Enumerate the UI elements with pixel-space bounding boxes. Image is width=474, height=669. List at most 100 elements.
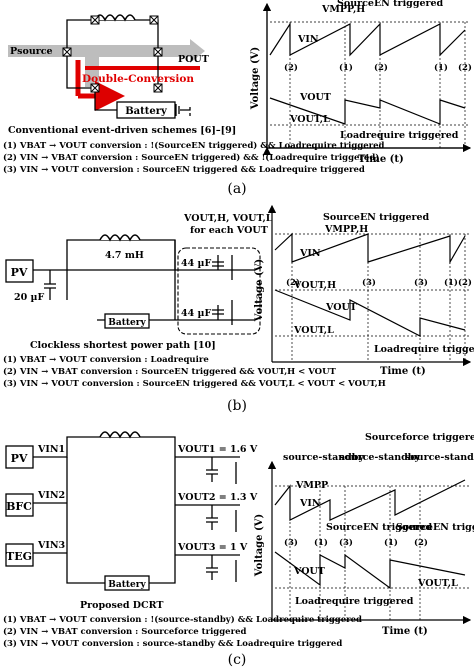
c-bfc-box	[5, 493, 34, 517]
c-vout2-label: VOUT2 = 1.3 V	[177, 492, 258, 503]
b-cap2-label: 44 µF	[181, 308, 211, 319]
c-teg-box	[5, 543, 34, 567]
b-cond-1: (1) VBAT → VOUT conversion : Loadrequire	[3, 354, 209, 365]
a-vin-label: VIN	[297, 34, 319, 45]
b-marker-2: (3)	[362, 277, 376, 288]
a-load-event-label: Loadrequire triggered	[340, 130, 459, 141]
b-title: Clockless shortest power path [10]	[30, 340, 216, 351]
c-voutl-label: VOUT,L	[417, 578, 458, 589]
inductor-icon	[94, 14, 136, 22]
c-marker-4: (1)	[384, 537, 398, 548]
a-vmpp-label: VMPP,H	[321, 4, 365, 15]
c-cond-3: (3) VIN → VOUT conversion : source-stand…	[3, 638, 342, 649]
c-source-2: BFC	[6, 500, 32, 513]
c-vin3-label: VIN3	[37, 540, 65, 551]
c-marker-1: (3)	[284, 537, 298, 548]
b-vout-wave	[274, 289, 466, 337]
a-cond-2: (2) VIN → VBAT conversion : SourceEN tri…	[3, 152, 379, 163]
c-standby-3: source-standby	[405, 452, 474, 463]
b-marker-3: (3)	[414, 277, 428, 288]
a-cond-1: (1) VBAT → VOUT conversion : !(SourceEN …	[3, 140, 385, 151]
c-source-1: PV	[11, 452, 28, 465]
b-cond-2: (2) VIN → VBAT conversion : SourceEN tri…	[3, 366, 336, 377]
b-vout-note-1: VOUT,H, VOUT,L	[183, 213, 273, 224]
b-vout-label: VOUT	[325, 302, 357, 313]
panel-c: PV BFC TEG VIN1 VIN2 VIN3 VOUT1 = 1.6 V …	[3, 431, 474, 668]
a-source-event-label: SourceEN triggered	[337, 0, 444, 9]
c-inductor-icon	[99, 431, 141, 439]
b-vout-note-2: for each VOUT	[190, 225, 268, 236]
power-path-gray	[8, 45, 68, 57]
c-load-event-label: Loadrequire triggered	[295, 596, 414, 607]
c-marker-2: (1)	[314, 537, 328, 548]
b-battery-box	[104, 313, 150, 329]
c-pv-box	[5, 445, 34, 469]
panel-b-chart: Voltage (V) Time (t) SourceEN triggered …	[254, 204, 474, 377]
b-source-event-label: SourceEN triggered	[323, 212, 430, 223]
b-vouth-label: VOUT,H	[293, 280, 336, 291]
b-vmpp-label: VMPP,H	[324, 224, 368, 235]
c-vout-label: VOUT	[293, 566, 325, 577]
b-cap-in-label: 20 µF	[14, 292, 44, 303]
battery-box	[116, 101, 176, 119]
double-conversion-label: Double-Conversion	[82, 73, 194, 85]
c-standby-1: source-standby	[283, 452, 364, 463]
panel-a-circuit: Battery Psource POUT Double-Conversion	[8, 14, 209, 119]
panel-c-circuit: PV BFC TEG VIN1 VIN2 VIN3 VOUT1 = 1.6 V …	[5, 431, 258, 591]
c-marker-3: (3)	[339, 537, 353, 548]
a-x-axis-label: Time (t)	[358, 154, 404, 165]
b-y-axis-label: Voltage (V)	[254, 259, 265, 322]
c-battery-box	[104, 575, 150, 591]
b-pv-box	[5, 259, 34, 283]
b-cap1-label: 44 µF	[181, 258, 211, 269]
b-output-dashed-box	[177, 247, 261, 335]
c-y-axis-label: Voltage (V)	[254, 514, 265, 577]
b-cond-3: (3) VIN → VOUT conversion : SourceEN tri…	[3, 378, 386, 389]
b-vin-label: VIN	[299, 248, 321, 259]
a-vout-label: VOUT	[299, 92, 331, 103]
c-marker-5: (2)	[414, 537, 428, 548]
c-vmpp-label: VMPP	[295, 480, 328, 491]
c-vin1-label: VIN1	[37, 444, 65, 455]
c-vin2-label: VIN2	[37, 490, 65, 501]
c-vout3-label: VOUT3 = 1 V	[177, 542, 248, 553]
c-cond-1: (1) VBAT → VOUT conversion : !(source-st…	[3, 614, 362, 625]
a-marker-3: (2)	[374, 62, 388, 73]
panel-c-chart: Voltage (V) Time (t) Sourceforce trigger…	[254, 432, 474, 637]
battery-label: Battery	[125, 106, 168, 117]
b-marker-4: (1)	[444, 277, 458, 288]
c-title: Proposed DCRT	[80, 600, 163, 611]
c-vout1-label: VOUT1 = 1.6 V	[177, 444, 258, 455]
b-pv-label: PV	[11, 266, 28, 279]
power-path-gray-down	[85, 57, 99, 87]
switch-icons	[62, 15, 163, 93]
c-source-event-2: SourceEN triggered	[396, 522, 474, 533]
a-title: Conventional event-driven schemes [6]–[9…	[8, 125, 236, 136]
a-marker-5: (2)	[458, 62, 472, 73]
panel-a-chart: Voltage (V) Time (t) VMPP,H SourceEN tri…	[250, 0, 472, 165]
power-arrow-gray	[68, 39, 205, 63]
c-force-event-label: Sourceforce triggered	[365, 432, 474, 443]
b-battery-label: Battery	[108, 318, 146, 328]
c-battery-label: Battery	[108, 580, 146, 590]
c-source-3: TEG	[6, 550, 32, 563]
a-y-axis-label: Voltage (V)	[250, 47, 261, 110]
b-caption: (b)	[227, 398, 247, 414]
c-caption: (c)	[228, 652, 247, 668]
a-marker-2: (1)	[339, 62, 353, 73]
c-x-axis-label: Time (t)	[382, 626, 428, 637]
b-marker-1: (2)	[286, 277, 300, 288]
panel-b-circuit: PV 20 µF 4.7 mH Battery 44 µF 44 µF VOUT…	[5, 213, 273, 335]
panel-a: Battery Psource POUT Double-Conversion V…	[3, 0, 472, 197]
b-inductor-label: 4.7 mH	[105, 250, 144, 261]
panel-b: PV 20 µF 4.7 mH Battery 44 µF 44 µF VOUT…	[3, 204, 474, 414]
b-inductor-icon	[99, 234, 141, 242]
a-voutl-label: VOUT,L	[289, 114, 330, 125]
a-caption: (a)	[227, 181, 246, 197]
c-source-event-1: SourceEN triggered	[326, 522, 433, 533]
a-marker-1: (2)	[284, 62, 298, 73]
c-vin-label: VIN	[299, 498, 321, 509]
p-out-label: POUT	[178, 54, 209, 65]
a-cond-3: (3) VIN → VOUT conversion : SourceEN tri…	[3, 164, 365, 175]
